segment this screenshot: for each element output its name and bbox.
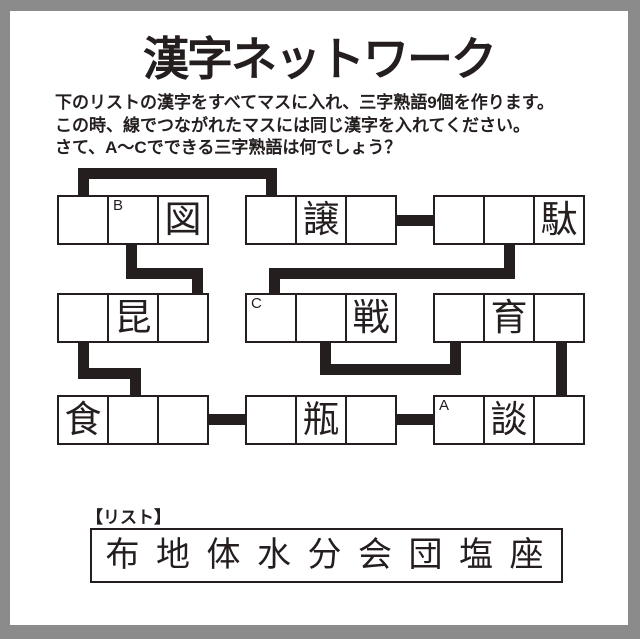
connector-8-segment — [207, 414, 245, 425]
puzzle-cell[interactable] — [57, 195, 109, 245]
puzzle-cell: 駄 — [533, 195, 585, 245]
puzzle-cell[interactable] — [533, 293, 585, 343]
cell-label-A: A — [439, 397, 450, 414]
puzzle-word-1: B 図 — [57, 195, 209, 245]
connector-5-segment — [130, 368, 141, 398]
connector-4-segment — [192, 268, 203, 296]
connector-6-segment — [320, 340, 331, 375]
puzzle-word-3: 駄 — [433, 195, 585, 245]
kanji-list-box: 布 地 体 水 分 会 団 塩 座 — [90, 528, 563, 583]
puzzle-cell: 戦 — [345, 293, 397, 343]
cell-kanji: 図 — [164, 199, 202, 241]
puzzle-cell: 図 — [157, 195, 209, 245]
puzzle-cell[interactable]: A — [433, 395, 485, 445]
connector-1-segment — [78, 168, 89, 198]
instructions-line-1: 下のリストの漢字をすべてマスに入れ、三字熟語9個を作ります。 — [55, 93, 555, 112]
puzzle-cell[interactable] — [245, 395, 297, 445]
connector-3-segment — [504, 242, 515, 279]
puzzle-word-2: 譲 — [245, 195, 397, 245]
puzzle-cell[interactable] — [345, 395, 397, 445]
connector-4-segment — [126, 242, 137, 279]
puzzle-cell: 食 — [57, 395, 109, 445]
cell-kanji: 瓶 — [302, 399, 340, 441]
cell-kanji: 昆 — [114, 297, 152, 339]
instructions-line-3: さて、A～Cでできる三字熟語は何でしょう？ — [55, 138, 402, 157]
connector-3-segment — [269, 268, 280, 296]
page-title: 漢字ネットワーク — [143, 33, 497, 85]
instructions-line-2: この時、線でつながれたマスには同じ漢字を入れてください。 — [55, 115, 530, 135]
puzzle-word-8: 瓶 — [245, 395, 397, 445]
puzzle-cell: 談 — [483, 395, 535, 445]
puzzle-word-5: C 戦 — [245, 293, 397, 343]
puzzle-cell[interactable] — [533, 395, 585, 445]
puzzle-word-6: 育 — [433, 293, 585, 343]
connector-1-segment — [266, 168, 277, 198]
puzzle-cell[interactable] — [433, 195, 485, 245]
connector-6-segment — [320, 364, 461, 375]
puzzle-word-4: 昆 — [57, 293, 209, 343]
puzzle-word-7: 食 — [57, 395, 209, 445]
cell-kanji: 駄 — [540, 199, 578, 241]
cell-kanji: 戦 — [352, 297, 390, 339]
connector-7-segment — [556, 340, 567, 398]
puzzle-cell[interactable] — [483, 195, 535, 245]
connector-2-segment — [397, 215, 435, 226]
puzzle-page: 漢字ネットワーク 下のリストの漢字をすべてマスに入れ、三字熟語9個を作ります。 … — [10, 11, 628, 625]
cell-label-C: C — [251, 295, 262, 312]
kanji-list: 布 地 体 水 分 会 団 塩 座 — [105, 536, 548, 574]
cell-kanji: 食 — [64, 399, 102, 441]
connector-4-segment — [126, 268, 203, 279]
connector-6-segment — [450, 340, 461, 375]
puzzle-cell[interactable] — [57, 293, 109, 343]
puzzle-word-9: A 談 — [433, 395, 585, 445]
puzzle-cell[interactable]: C — [245, 293, 297, 343]
puzzle-cell: 育 — [483, 293, 535, 343]
puzzle-cell[interactable] — [433, 293, 485, 343]
puzzle-cell: 瓶 — [295, 395, 347, 445]
list-heading: 【リスト】 — [86, 508, 171, 527]
puzzle-cell[interactable]: B — [107, 195, 159, 245]
connector-3-segment — [269, 268, 515, 279]
cell-label-B: B — [113, 197, 124, 214]
connector-5-segment — [78, 340, 89, 379]
puzzle-cell: 譲 — [295, 195, 347, 245]
puzzle-cell[interactable] — [157, 293, 209, 343]
puzzle-cell[interactable] — [157, 395, 209, 445]
puzzle-cell[interactable] — [245, 195, 297, 245]
puzzle-cell[interactable] — [107, 395, 159, 445]
connector-9-segment — [397, 414, 433, 425]
cell-kanji: 譲 — [302, 199, 340, 241]
instructions-text: 下のリストの漢字をすべてマスに入れ、三字熟語9個を作ります。 この時、線でつなが… — [55, 92, 554, 160]
puzzle-cell[interactable] — [295, 293, 347, 343]
connector-1-segment — [78, 168, 277, 179]
cell-kanji: 談 — [490, 399, 528, 441]
puzzle-cell[interactable] — [345, 195, 397, 245]
connector-5-segment — [78, 368, 141, 379]
puzzle-cell: 昆 — [107, 293, 159, 343]
cell-kanji: 育 — [490, 297, 528, 339]
